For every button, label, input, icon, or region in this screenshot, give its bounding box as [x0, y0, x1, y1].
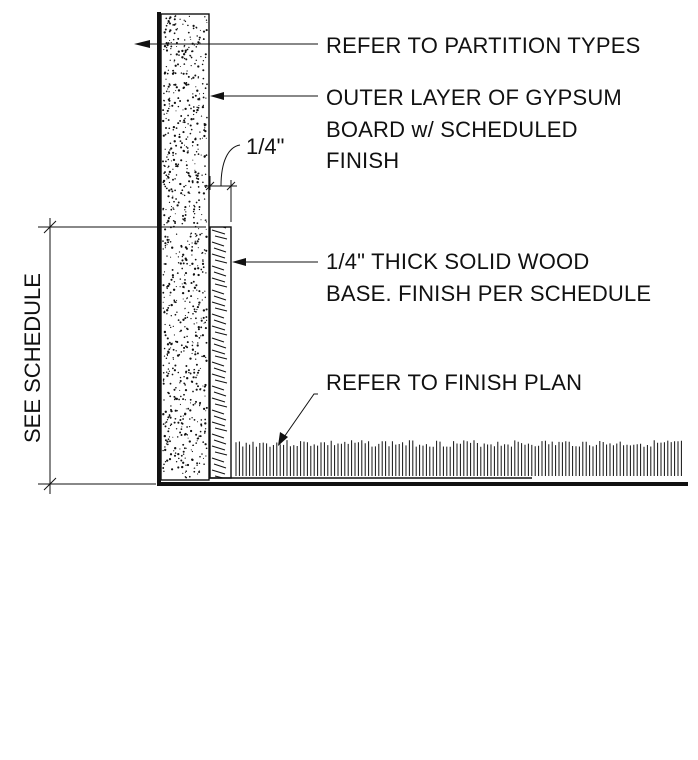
gypsum-leader [210, 92, 318, 100]
note-finish-plan: REFER TO FINISH PLAN [326, 370, 582, 395]
gypsum-stipple [162, 15, 208, 479]
note-gypsum-line1: OUTER LAYER OF GYPSUM [326, 85, 622, 110]
note-gypsum-line3: FINISH [326, 148, 399, 173]
finish-leader [278, 393, 318, 446]
note-base-line2: BASE. FINISH PER SCHEDULE [326, 281, 651, 306]
thickness-dimension [204, 144, 241, 222]
partition-leader [134, 40, 318, 48]
note-gypsum-line2: BOARD w/ SCHEDULED [326, 117, 578, 142]
base-leader [232, 258, 318, 266]
height-dimension [38, 218, 206, 494]
note-base-line1: 1/4" THICK SOLID WOOD [326, 249, 589, 274]
dim-base-height-label: SEE SCHEDULE [20, 273, 45, 443]
gypsum-board [160, 13, 210, 481]
wood-base [209, 226, 232, 479]
dim-base-thickness-label: 1/4" [246, 134, 284, 159]
floor-finish-hatch [235, 440, 682, 476]
note-partition-types: REFER TO PARTITION TYPES [326, 33, 641, 58]
